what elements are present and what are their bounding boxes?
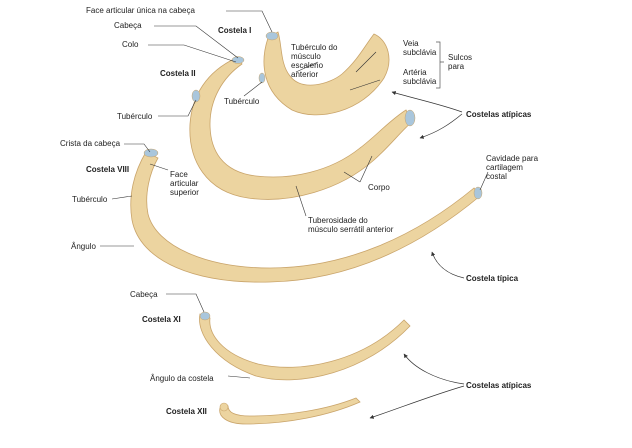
label-tuberculo-escaleno-line-1: Tubérculo do	[291, 43, 338, 52]
label-face-articular-superior-line-1: Face	[170, 170, 188, 179]
rib-xii-body	[219, 397, 361, 425]
label-tuberculo-escaleno-line-2: músculo	[291, 52, 321, 61]
label-cavidade: Cavidade para cartilagem costal	[486, 154, 540, 181]
rib-viii	[130, 148, 483, 283]
label-tuberculo-escaleno-line-3: escaleno	[291, 61, 324, 70]
pointer-arrows	[369, 91, 465, 419]
rib-i	[258, 31, 390, 116]
rib-xii-head	[219, 402, 229, 412]
labels: Face articular única na cabeça Cabeça Co…	[60, 6, 540, 416]
label-tuberculo-escaleno: Tubérculo do músculo escaleno anterior	[291, 43, 340, 79]
rib-viii-head-facet	[143, 148, 159, 158]
sulcos-bracket	[436, 41, 444, 89]
label-costela-xi: Costela XI	[142, 315, 181, 324]
label-costela-ii: Costela II	[160, 69, 196, 78]
label-sulcos-para-line-1: Sulcos	[448, 53, 472, 62]
label-angulo: Ângulo	[71, 242, 96, 251]
label-sulcos-para: Sulcos para	[448, 53, 474, 71]
label-costela-i: Costela I	[218, 26, 251, 35]
rib-ii-sternal-end	[404, 109, 416, 127]
label-face-articular-superior-line-3: superior	[170, 188, 199, 197]
rib-i-body	[263, 31, 390, 116]
label-tuberosidade: Tuberosidade do músculo serrátil anterio…	[308, 216, 394, 234]
label-costela-tipica: Costela típica	[466, 274, 519, 283]
label-angulo-costela: Ângulo da costela	[150, 374, 214, 383]
label-sulcos-para-line-2: para	[448, 62, 465, 71]
rib-ii-tubercle-facet	[191, 89, 201, 103]
label-cavidade-line-1: Cavidade para	[486, 154, 539, 163]
label-cabeca-xi: Cabeça	[130, 290, 158, 299]
label-costelas-atipicas-bottom: Costelas atípicas	[466, 381, 532, 390]
rib-xi-head-facet	[199, 311, 211, 321]
label-arteria-subclavia: Artéria subclávia	[403, 68, 437, 86]
label-cabeca-top: Cabeça	[114, 21, 142, 30]
label-veia-subclavia-line-1: Veia	[403, 39, 419, 48]
label-veia-subclavia-line-2: subclávia	[403, 48, 437, 57]
label-face-articular-unica: Face articular única na cabeça	[86, 6, 196, 15]
rib-ii-head-facet	[231, 56, 245, 64]
label-tuberculo-escaleno-line-4: anterior	[291, 70, 318, 79]
label-cavidade-line-3: costal	[486, 172, 507, 181]
label-crista-cabeca: Crista da cabeça	[60, 139, 121, 148]
rib-xi	[199, 311, 411, 381]
label-arteria-subclavia-line-2: subclávia	[403, 77, 437, 86]
label-arteria-subclavia-line-1: Artéria	[403, 68, 427, 77]
label-tuberosidade-line-1: Tuberosidade do	[308, 216, 368, 225]
rib-i-tubercle-facet	[258, 72, 266, 84]
label-tuberosidade-line-2: músculo serrátil anterior	[308, 225, 394, 234]
label-tuberculo-viii: Tubérculo	[72, 195, 108, 204]
label-corpo: Corpo	[368, 183, 390, 192]
label-veia-subclavia: Veia subclávia	[403, 39, 437, 57]
label-face-articular-superior: Face articular superior	[170, 170, 201, 197]
rib-xi-body	[199, 313, 411, 381]
rib-xii	[219, 397, 361, 425]
label-costela-xii: Costela XII	[166, 407, 207, 416]
rib-i-head-facet	[265, 31, 279, 41]
label-costela-viii: Costela VIII	[86, 165, 129, 174]
leader-lines	[100, 10, 489, 379]
label-face-articular-superior-line-2: articular	[170, 179, 199, 188]
label-costelas-atipicas-top: Costelas atípicas	[466, 110, 532, 119]
label-colo: Colo	[122, 40, 139, 49]
label-tuberculo-i: Tubérculo	[224, 97, 260, 106]
label-tuberculo-ii: Tubérculo	[117, 112, 153, 121]
label-cavidade-line-2: cartilagem	[486, 163, 523, 172]
